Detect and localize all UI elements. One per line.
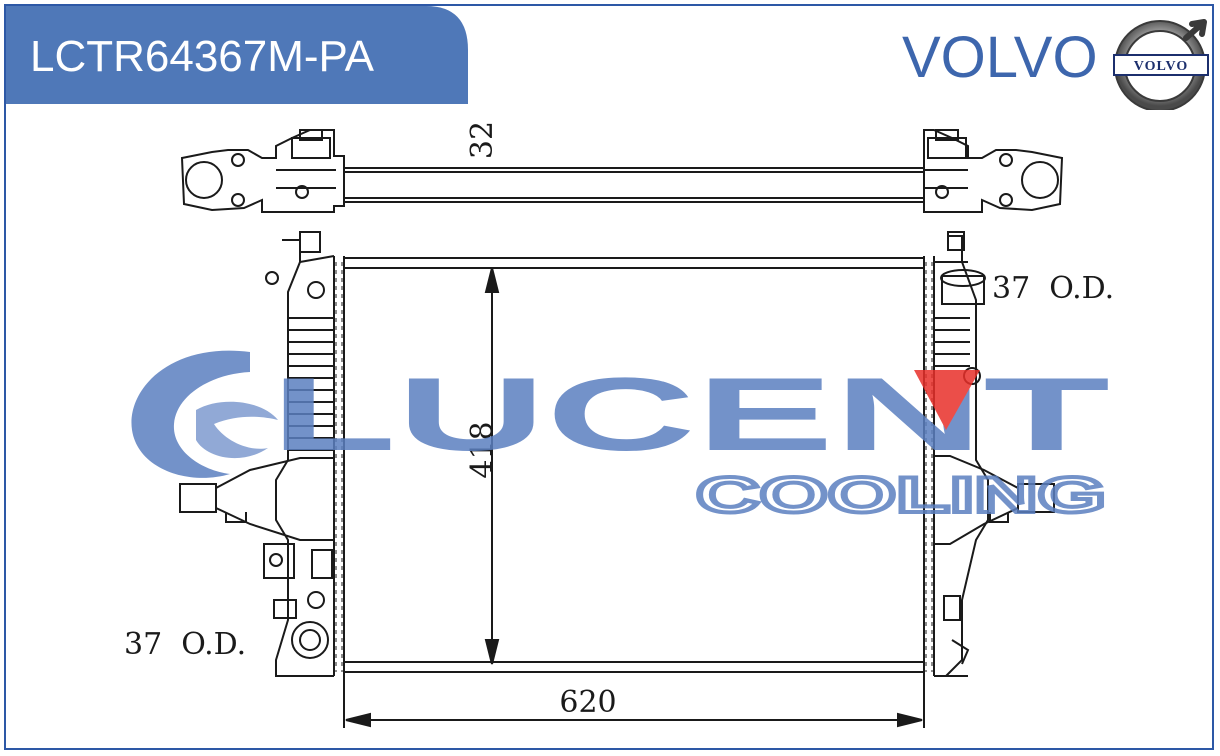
watermark-word: LUCENT (270, 357, 1110, 473)
left-tank-ribs (288, 317, 334, 451)
width-dimension: 620 (559, 685, 616, 720)
part-number: LCTR64367M-PA (30, 32, 374, 81)
inlet-od-label: 37 O.D. (992, 271, 1114, 306)
front-view (179, 231, 1055, 677)
thickness-dimension: 32 (465, 121, 500, 159)
part-number-tab: LCTR64367M-PA (6, 6, 468, 104)
brand-name: VOLVO (902, 25, 1098, 90)
width-dimension-line (343, 676, 925, 728)
page-frame (4, 4, 1214, 750)
watermark-red-accent (914, 370, 980, 430)
volvo-logo-text: VOLVO (1134, 59, 1189, 74)
watermark-subword: COOLING (696, 467, 1106, 523)
lucent-swirl-icon (131, 350, 278, 478)
lucent-cooling-watermark: LUCENT COOLING (131, 350, 1110, 525)
height-dimension: 418 (465, 421, 500, 478)
outlet-od-label: 37 O.D. (124, 627, 246, 662)
height-dimension-line (484, 267, 500, 665)
right-tank-ribs (934, 317, 970, 367)
volvo-logo-icon: VOLVO (1113, 19, 1209, 110)
top-view (180, 129, 1064, 213)
